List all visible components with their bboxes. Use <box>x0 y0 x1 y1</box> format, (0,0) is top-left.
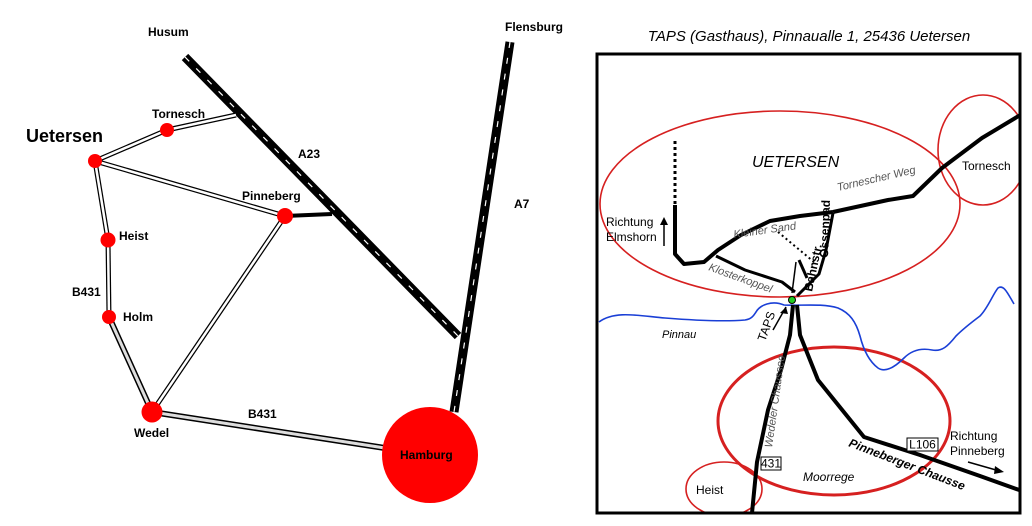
road-sign-l106: L106 <box>906 437 939 452</box>
town-pinneberg-marker <box>277 208 293 224</box>
label-river-pinnau: Pinnau <box>662 329 696 341</box>
label-flensburg: Flensburg <box>505 20 563 34</box>
road-sign-431-label: 431 <box>761 457 781 471</box>
label-street-wedeler-chaussee: Wedeler Chaussee <box>763 354 788 448</box>
label-area-heist: Heist <box>696 483 724 497</box>
label-direction-pinneberg-line1: Richtung <box>950 429 997 443</box>
road-sign-l106-label: L106 <box>909 438 936 452</box>
label-uetersen: Uetersen <box>26 126 103 146</box>
area-outlines <box>599 94 1020 513</box>
label-tornesch: Tornesch <box>152 107 205 121</box>
label-direction-elmshorn-line2: Elmshorn <box>606 230 657 244</box>
label-husum: Husum <box>148 25 189 39</box>
town-holm-marker <box>102 310 116 324</box>
label-direction-pinneberg-line2: Pinneberg <box>950 444 1005 458</box>
overview-map: Husum Flensburg Tornesch Uetersen Pinneb… <box>26 20 563 503</box>
label-street-ossenpad: Ossenpad <box>817 200 833 258</box>
town-wedel-marker <box>141 401 163 423</box>
label-road-b431-south: B431 <box>248 407 277 421</box>
label-street-tornescher-weg: Tornescher Weg <box>836 164 918 194</box>
label-area-moorrege: Moorrege <box>803 470 855 484</box>
town-tornesch-marker <box>160 123 174 137</box>
label-road-b431-west: B431 <box>72 285 101 299</box>
area-tornesch-outline <box>937 94 1020 206</box>
taps-pointer-arrow <box>772 306 788 331</box>
town-markers <box>88 123 478 503</box>
town-uetersen-marker <box>88 154 102 168</box>
road-a7 <box>449 41 515 413</box>
label-area-uetersen: UETERSEN <box>752 154 840 171</box>
label-hamburg: Hamburg <box>400 448 453 462</box>
detail-map-frame <box>595 52 1022 515</box>
label-holm: Holm <box>123 310 153 324</box>
label-road-a7: A7 <box>514 197 530 211</box>
arrow-right-icon <box>967 461 1004 474</box>
street-connector <box>791 261 797 294</box>
area-moorrege-outline <box>716 345 952 497</box>
taps-location-marker <box>788 296 796 304</box>
town-heist-marker <box>100 232 116 248</box>
label-pinneberg: Pinneberg <box>242 189 301 203</box>
detail-map: TAPS (Gasthaus), Pinnaualle 1, 25436 Uet… <box>595 28 1022 515</box>
road-sign-431: 431 <box>760 456 782 471</box>
river-pinnau <box>598 286 1015 371</box>
secondary-roads <box>92 112 431 458</box>
main-roads <box>673 112 1020 513</box>
label-direction-elmshorn-line1: Richtung <box>606 215 653 229</box>
area-uetersen-outline <box>599 110 961 298</box>
label-road-a23: A23 <box>298 147 320 161</box>
area-heist-outline <box>685 461 763 513</box>
city-hamburg-marker <box>382 407 478 503</box>
detail-map-title: TAPS (Gasthaus), Pinnaualle 1, 25436 Uet… <box>648 28 970 45</box>
label-heist: Heist <box>119 229 148 243</box>
minor-streets <box>715 212 835 298</box>
arrow-up-icon <box>660 217 668 246</box>
label-area-tornesch: Tornesch <box>962 159 1011 173</box>
road-a23 <box>181 53 462 340</box>
label-wedel: Wedel <box>134 426 169 440</box>
